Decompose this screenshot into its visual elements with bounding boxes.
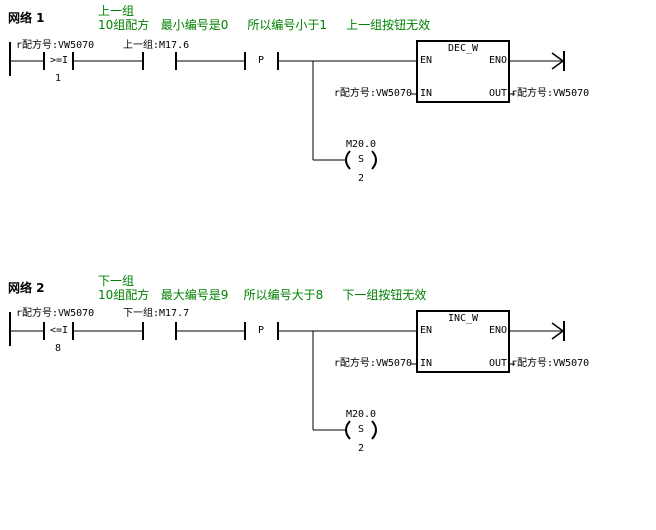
coil-type: S bbox=[357, 154, 365, 165]
no-contact[interactable] bbox=[142, 322, 177, 340]
network-comment-line1[interactable]: 下一组 bbox=[98, 274, 135, 288]
box-out-operand: r配方号:VW5070 bbox=[511, 358, 590, 369]
network-title[interactable]: 网络 1 bbox=[8, 11, 45, 25]
set-coil[interactable] bbox=[345, 420, 377, 440]
coil-type: S bbox=[357, 424, 365, 435]
dec-w-box[interactable] bbox=[416, 40, 510, 103]
box-eno-pin: ENO bbox=[488, 55, 507, 66]
edge-label: P bbox=[257, 325, 265, 336]
contact2-address: 下一组:M17.7 bbox=[123, 308, 190, 319]
network-comment-line1[interactable]: 上一组 bbox=[98, 4, 135, 18]
network-1: 网络 1 上一组 10组配方 最小编号是0 所以编号小于1 上一组按钮无效 bbox=[0, 0, 656, 260]
box-en-pin: EN bbox=[420, 325, 433, 336]
box-eno-pin: ENO bbox=[488, 325, 507, 336]
box-in-operand: r配方号:VW5070 bbox=[333, 88, 412, 99]
box-en-pin: EN bbox=[420, 55, 433, 66]
network-comment-line2[interactable]: 10组配方 最小编号是0 所以编号小于1 上一组按钮无效 bbox=[98, 18, 431, 32]
contact1-operator: <=I bbox=[49, 325, 69, 336]
box-name: INC_W bbox=[447, 313, 479, 324]
box-out-operand: r配方号:VW5070 bbox=[511, 88, 590, 99]
contact1-operator: >=I bbox=[49, 55, 69, 66]
contact1-operand: 1 bbox=[54, 73, 62, 84]
network-2: 网络 2 下一组 10组配方 最大编号是9 所以编号大于8 下一组按钮无效 bbox=[0, 270, 656, 530]
network-comment-line2[interactable]: 10组配方 最大编号是9 所以编号大于8 下一组按钮无效 bbox=[98, 288, 427, 302]
contact1-operand: 8 bbox=[54, 343, 62, 354]
left-power-rail bbox=[9, 42, 11, 76]
eno-end-arrow bbox=[551, 51, 565, 71]
coil-address: M20.0 bbox=[345, 139, 377, 150]
inc-w-box[interactable] bbox=[416, 310, 510, 373]
eno-end-arrow bbox=[551, 321, 565, 341]
left-power-rail bbox=[9, 312, 11, 346]
set-coil[interactable] bbox=[345, 150, 377, 170]
contact1-address: r配方号:VW5070 bbox=[16, 308, 95, 319]
box-in-pin: IN bbox=[420, 358, 433, 369]
edge-label: P bbox=[257, 55, 265, 66]
ladder-rung bbox=[9, 40, 565, 170]
coil-count: 2 bbox=[357, 173, 365, 184]
box-out-pin: OUT bbox=[488, 358, 507, 369]
no-contact[interactable] bbox=[142, 52, 177, 70]
contact1-address: r配方号:VW5070 bbox=[16, 40, 95, 51]
box-in-pin: IN bbox=[420, 88, 433, 99]
contact2-address: 上一组:M17.6 bbox=[123, 40, 190, 51]
box-out-pin: OUT bbox=[488, 88, 507, 99]
coil-address: M20.0 bbox=[345, 409, 377, 420]
ladder-rung bbox=[9, 310, 565, 440]
box-name: DEC_W bbox=[447, 43, 479, 54]
network-title[interactable]: 网络 2 bbox=[8, 281, 45, 295]
coil-count: 2 bbox=[357, 443, 365, 454]
box-in-operand: r配方号:VW5070 bbox=[333, 358, 412, 369]
